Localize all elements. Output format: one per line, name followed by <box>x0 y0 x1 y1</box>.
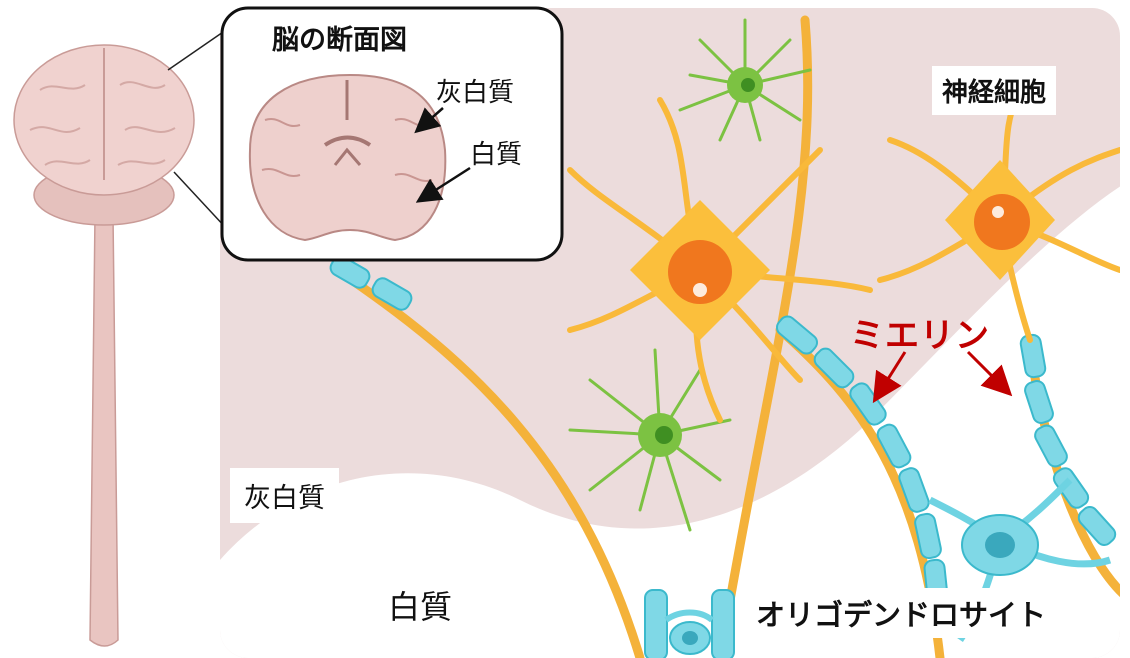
myelin-label: ミエリン <box>850 308 990 357</box>
oligodendrocyte-label: オリゴデンドロサイト <box>748 588 1054 638</box>
brain-section-title: 脳の断面図 <box>272 18 407 57</box>
neuron-label: 神経細胞 <box>932 66 1056 115</box>
white-matter-label: 白質 <box>388 582 452 628</box>
callout-gray-matter-label: 灰白質 <box>436 72 514 109</box>
gray-matter-label: 灰白質 <box>230 468 339 523</box>
brain-and-spinal-cord-icon <box>14 45 194 646</box>
brain-cross-section-icon <box>250 75 445 240</box>
callout-white-matter-label: 白質 <box>470 134 522 171</box>
